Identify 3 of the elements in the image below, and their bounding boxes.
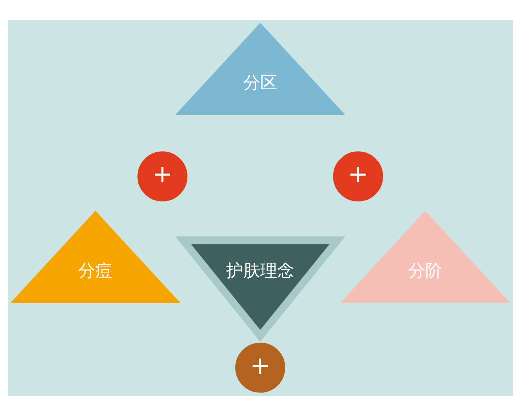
node-circle: + bbox=[333, 152, 384, 202]
node-circle: + bbox=[236, 342, 286, 393]
node-circle: + bbox=[138, 152, 188, 202]
